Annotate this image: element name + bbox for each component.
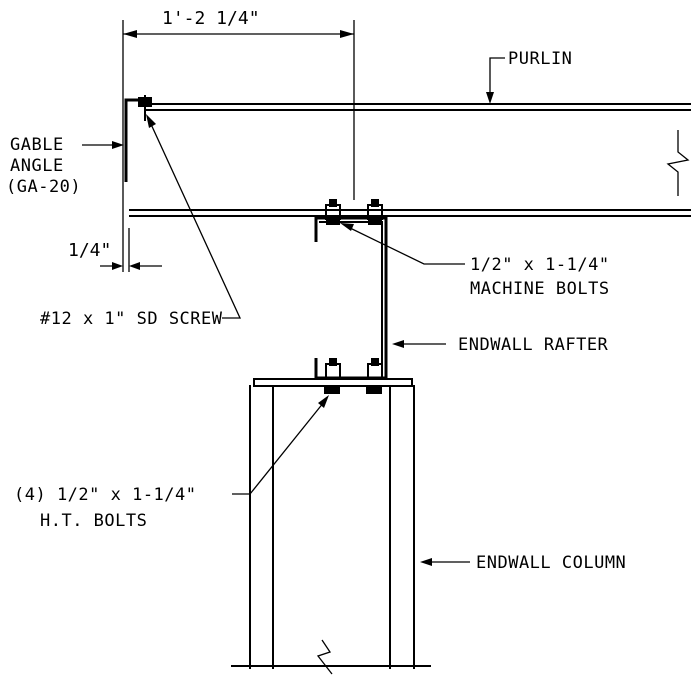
gable-angle-label-line3: (GA-20) <box>6 177 81 197</box>
endwall-rafter-callout: ENDWALL RAFTER <box>392 335 609 355</box>
ht-bolts-label-line2: H.T. BOLTS <box>40 511 147 531</box>
ht-bolts <box>324 358 383 394</box>
machine-bolts-label-line2: MACHINE BOLTS <box>470 279 610 299</box>
endwall-rafter-label: ENDWALL RAFTER <box>458 335 609 355</box>
overall-dimension-label: 1'-2 1/4" <box>162 8 260 29</box>
machine-bolts-label-line1: 1/2" x 1-1/4" <box>470 255 610 275</box>
endwall-column-callout: ENDWALL COLUMN <box>420 553 626 573</box>
endwall-rafter <box>314 216 388 380</box>
gable-angle-callout: GABLE ANGLE (GA-20) <box>6 135 124 197</box>
screw-callout: #12 x 1" SD SCREW <box>40 114 242 329</box>
endwall-column <box>231 378 431 675</box>
purlin-break-line <box>666 130 690 196</box>
purlin-leader: PURLIN <box>486 49 572 104</box>
gable-angle <box>124 95 152 182</box>
offset-dimension: 1/4" <box>68 215 162 272</box>
purlin-label: PURLIN <box>508 49 572 69</box>
overall-dimension: 1'-2 1/4" <box>122 8 355 215</box>
purlin <box>129 103 691 217</box>
screw-label: #12 x 1" SD SCREW <box>40 309 223 329</box>
offset-dimension-label: 1/4" <box>68 240 111 261</box>
ht-bolts-label-line1: (4) 1/2" x 1-1/4" <box>14 485 197 505</box>
ht-bolts-callout: (4) 1/2" x 1-1/4" H.T. BOLTS <box>14 395 329 531</box>
machine-bolts <box>325 199 383 225</box>
endwall-column-label: ENDWALL COLUMN <box>476 553 626 573</box>
column-break-line <box>316 639 333 675</box>
machine-bolts-callout: 1/2" x 1-1/4" MACHINE BOLTS <box>340 223 610 299</box>
gable-angle-label-line2: ANGLE <box>10 156 64 176</box>
gable-angle-label-line1: GABLE <box>10 135 64 155</box>
